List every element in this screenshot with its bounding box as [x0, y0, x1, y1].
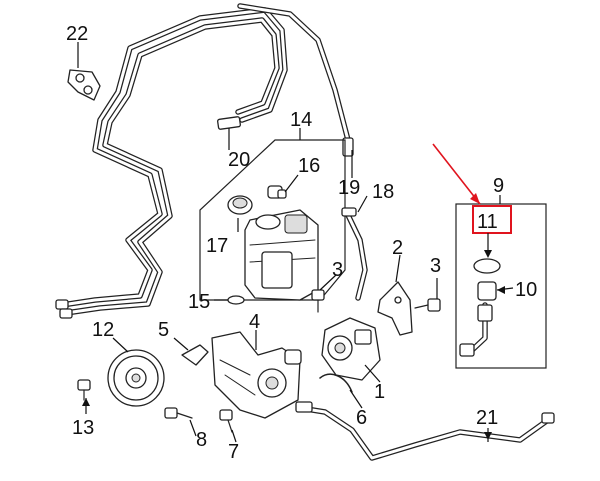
- bolt-8: [164, 407, 193, 419]
- callout-4: 4: [249, 311, 260, 333]
- pump-1: [321, 317, 381, 381]
- hose-18: [341, 207, 368, 301]
- callout-18: 18: [372, 181, 394, 203]
- kit-box-9: [432, 143, 547, 369]
- callout-10: 10: [515, 279, 537, 301]
- callout-21: 21: [476, 407, 498, 429]
- callout-13: 13: [72, 417, 94, 439]
- bolt-3-left: [311, 289, 325, 313]
- callout-8: 8: [196, 429, 207, 451]
- callout-15: 15: [188, 291, 210, 313]
- leader-lines: [77, 42, 514, 443]
- pressure-line-21: [295, 401, 555, 461]
- callout-22: 22: [66, 23, 88, 45]
- callout-3b: 3: [430, 255, 441, 277]
- callout-12: 12: [92, 319, 114, 341]
- callout-17: 17: [206, 235, 228, 257]
- callout-19: 19: [338, 177, 360, 199]
- o-ring-15: [227, 295, 245, 305]
- highlight-arrow: [432, 143, 481, 205]
- gasket-5: [181, 344, 209, 366]
- callout-5: 5: [158, 319, 169, 341]
- callout-1: 1: [374, 381, 385, 403]
- pulley-12: [107, 349, 165, 407]
- bolt-13: [77, 379, 91, 401]
- reservoir-cap-17: [227, 195, 253, 215]
- highlight-box-11: [472, 205, 512, 234]
- bracket-2: [377, 281, 413, 336]
- callout-2: 2: [392, 237, 403, 259]
- fitting-16: [267, 185, 287, 199]
- bolt-7: [219, 409, 233, 433]
- callout-9: 9: [493, 175, 504, 197]
- callout-11: 11: [477, 211, 498, 233]
- bracket-4: [211, 331, 302, 419]
- bolt-3-right: [414, 298, 441, 312]
- callout-16: 16: [298, 155, 320, 177]
- callout-6: 6: [356, 407, 367, 429]
- callout-7: 7: [228, 441, 239, 463]
- callout-3a: 3: [332, 259, 343, 281]
- callout-labels: 22 20 14 16 19 18 17 15 3 3 2 1 6 4 5 12…: [66, 23, 537, 463]
- callout-20: 20: [228, 149, 250, 171]
- hose-6: [319, 373, 353, 393]
- clip-22: [67, 69, 101, 101]
- return-line-assembly: [55, 3, 354, 319]
- reservoir: [244, 209, 319, 301]
- callout-14: 14: [290, 109, 312, 131]
